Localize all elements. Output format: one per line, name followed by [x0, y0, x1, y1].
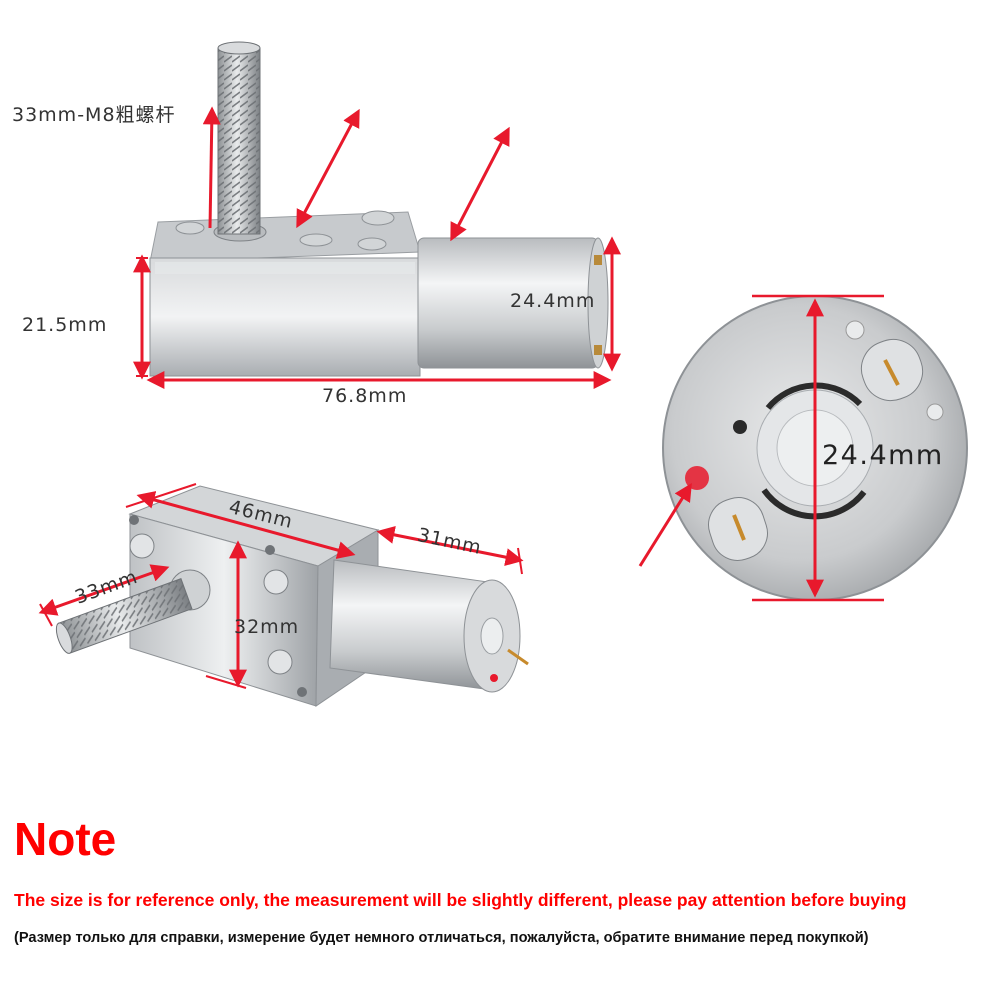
motor-diameter-end-label: 24.4mm	[822, 440, 944, 471]
height-label: 21.5mm	[22, 314, 108, 336]
gearbox-width-label: 32mm	[234, 616, 300, 638]
dimension-arrows-bottom	[38, 483, 524, 689]
total-length-label: 76.8mm	[322, 385, 408, 407]
dimension-arrows-top	[133, 106, 621, 389]
motor-diameter-side-label: 24.4mm	[510, 290, 596, 312]
top-motor-photo	[149, 41, 609, 377]
note-english-text: The size is for reference only, the meas…	[14, 890, 907, 910]
screw-size-label: 33mm-M8粗螺杆	[12, 104, 176, 126]
note-title: Note	[14, 813, 117, 865]
product-photo	[38, 41, 968, 707]
note-russian-text: (Размер только для справки, измерение бу…	[14, 930, 869, 946]
dimension-arrows-end	[638, 294, 884, 602]
